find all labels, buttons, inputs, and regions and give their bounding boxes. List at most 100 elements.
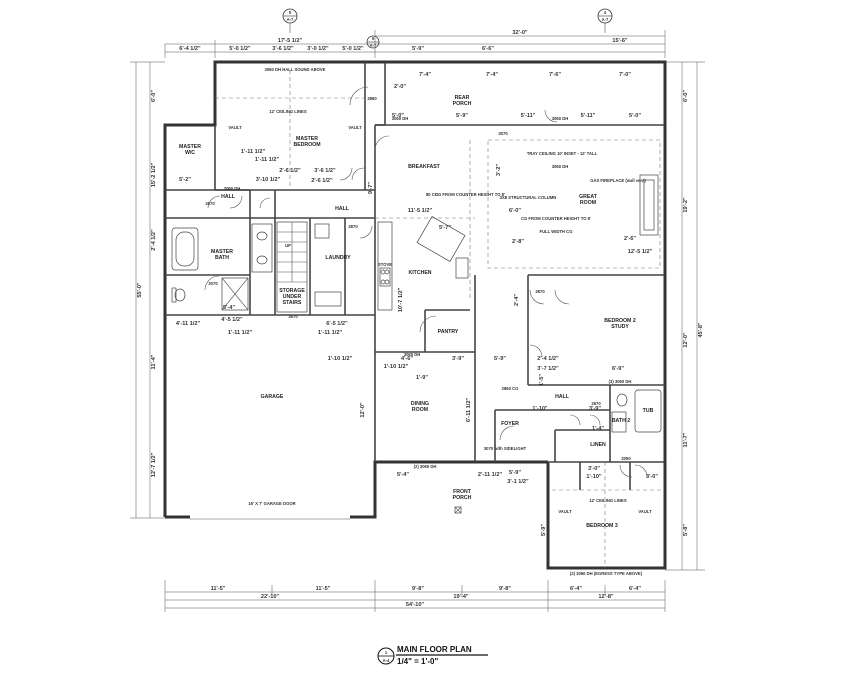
dim-i37: 1'-4" (592, 426, 604, 432)
dryer (314, 291, 342, 307)
note-2870-b: 2870 (535, 289, 545, 294)
dim-i38: 12'-0" (360, 402, 366, 418)
dim-i9: 9'-7" (368, 182, 374, 194)
dim-i10: 2'-8" (512, 239, 524, 245)
interior-walls (165, 62, 665, 490)
stairs (276, 221, 308, 313)
section-marker-number: 4 (604, 10, 607, 15)
dim-i35: 5'-9" (541, 524, 547, 536)
dim-i22: 6'-0" (509, 208, 521, 214)
master-tub (171, 227, 199, 271)
ceiling-lines (215, 70, 662, 568)
note-2870-a: 2870 (348, 224, 358, 229)
note-dh-hall: 3060 DH HALL SOUND ABOVE (265, 67, 326, 72)
dim-porch-3: 7'-6" (549, 72, 561, 78)
note-3060-d: 3060 DH (552, 164, 569, 169)
note-3070: 3070 (498, 131, 508, 136)
drawing-title-block: 1 A-4 MAIN FLOOR PLAN 1/4" = 1'-0" (377, 645, 488, 666)
dim-right-5: 5'-8" (683, 524, 689, 536)
dim-left-3: 11'-4" (151, 354, 157, 369)
garage-door (190, 515, 350, 520)
dim-i15: 1'-11 1/2" (228, 330, 253, 336)
note-2670: 2670 (288, 314, 298, 319)
dim-i23: 3'-9" (452, 356, 464, 362)
dim-bottom-c: 12'-8" (598, 594, 614, 600)
dim-i12: 2'-6 1/2" (311, 178, 333, 184)
section-marker-top-right: 4 A-7 (597, 8, 613, 33)
fireplace (639, 174, 659, 236)
note-2860-cg: 2860 CG (502, 386, 519, 391)
dim-i43: 1'-5" (539, 374, 545, 386)
dim-left-5: 2'-4 1/2" (151, 229, 157, 251)
dim-i40: 6'-11 1/2" (466, 398, 472, 423)
dim-bottom-4: 9'-8" (499, 586, 511, 592)
plan-notes: 3060 DH HALL SOUND ABOVE 12' CEILING LIN… (205, 67, 652, 576)
label-laundry: LAUNDRY (325, 255, 351, 261)
dim-top-4: 3'-0 1/2" (307, 46, 329, 52)
note-fireplace: GAS FIREPLACE (wall vent) (590, 178, 646, 183)
note-dbl-3060: (2) 3060 DH (414, 464, 437, 469)
label-breakfast: BREAKFAST (408, 164, 441, 170)
dim-i5: 5'-2" (179, 177, 191, 183)
left-dimensions: 55'-0" 6'-0" 15'-2 1/2" 11'-4" 12'-7 1/2… (130, 61, 165, 519)
bottom-dimensions: 11'-5" 11'-5" 9'-8" 9'-8" 6'-4" 6'-4" 22… (164, 580, 666, 612)
note-cg-1: CG FROM COUNTER HEIGHT TO 8' (435, 192, 505, 197)
bath2-toilet (616, 393, 628, 407)
note-vault-3: VAULT (558, 509, 572, 514)
dim-i25: 2'-11 1/2" (478, 472, 503, 478)
dim-right-total: 45'-8" (698, 322, 704, 338)
dim-i3: 3'-10 1/2" (256, 177, 281, 183)
dim-bottom-1: 11'-5" (211, 586, 226, 592)
section-marker-number: 5 (289, 10, 292, 15)
dim-bottom-6: 6'-4" (629, 586, 641, 592)
dim-top-3: 3'-6 1/2" (272, 46, 294, 52)
label-bedroom3: BEDROOM 3 (586, 523, 618, 529)
sink (256, 255, 268, 265)
dim-i8: 5'-7" (439, 225, 451, 231)
label-tub: TUB (643, 408, 654, 414)
label-foyer: FOYER (501, 421, 519, 427)
dim-top-total: 32'-0" (512, 30, 528, 36)
dim-i16: 4'-5 1/2" (221, 317, 243, 323)
stove (379, 267, 391, 287)
dim-porch-6: 5'-11" (521, 113, 536, 119)
bath2-tub (634, 389, 662, 433)
dim-i7: 11'-5 1/2" (408, 208, 433, 214)
dim-i29: 5'-9" (509, 470, 521, 476)
dim-left-2: 15'-2 1/2" (151, 162, 157, 187)
label-hall-3: HALL (555, 394, 570, 400)
section-marker-top-left: 5 A-7 (282, 8, 298, 33)
dim-i32: 1'-10" (586, 474, 602, 480)
kitchen-counter (377, 221, 393, 311)
dim-bottom-3: 9'-8" (412, 586, 424, 592)
dim-i2: 1'-11 1/2" (255, 157, 280, 163)
note-tray-ceiling: TRAY CEILING 10' INSET - 12' TALL (527, 151, 598, 156)
dim-i17: 6'-5 1/2" (326, 321, 348, 327)
note-vault-4: VAULT (638, 509, 652, 514)
note-sidelight: 3070 with SIDELIGHT (484, 446, 527, 451)
dim-left-1: 6'-0" (151, 90, 157, 102)
note-ceiling-lines-2: 12' CEILING LINES (589, 498, 627, 503)
dim-right-2: 19'-2" (683, 197, 689, 213)
dim-top-5: 5'-0 1/2" (342, 46, 364, 52)
dim-porch-10: 5'-0" (629, 113, 641, 119)
title-text: MAIN FLOOR PLAN (397, 645, 472, 654)
dim-i44: 2'-6" (624, 236, 636, 242)
label-stove: STOVE (378, 262, 392, 267)
dim-i28: 3'-7 1/2" (537, 366, 559, 372)
dim-i1: 1'-11 1/2" (241, 149, 266, 155)
dim-i42: 2'-0" (394, 84, 406, 90)
label-pantry: PANTRY (438, 329, 459, 335)
dim-i27: 2'-4 1/2" (537, 356, 559, 362)
dim-i33: 3'-9" (589, 406, 601, 412)
dim-bottom-total: 54'-10" (406, 602, 425, 608)
note-2060: 2060 DH (224, 186, 241, 191)
dim-i39: 6'-9" (612, 366, 624, 372)
note-vault-1: VAULT (228, 125, 242, 130)
note-column: 3X8 STRUCTURAL COLUMN (500, 195, 557, 200)
refrigerator (455, 257, 469, 279)
title-sheet-ref: A-4 (383, 658, 390, 663)
